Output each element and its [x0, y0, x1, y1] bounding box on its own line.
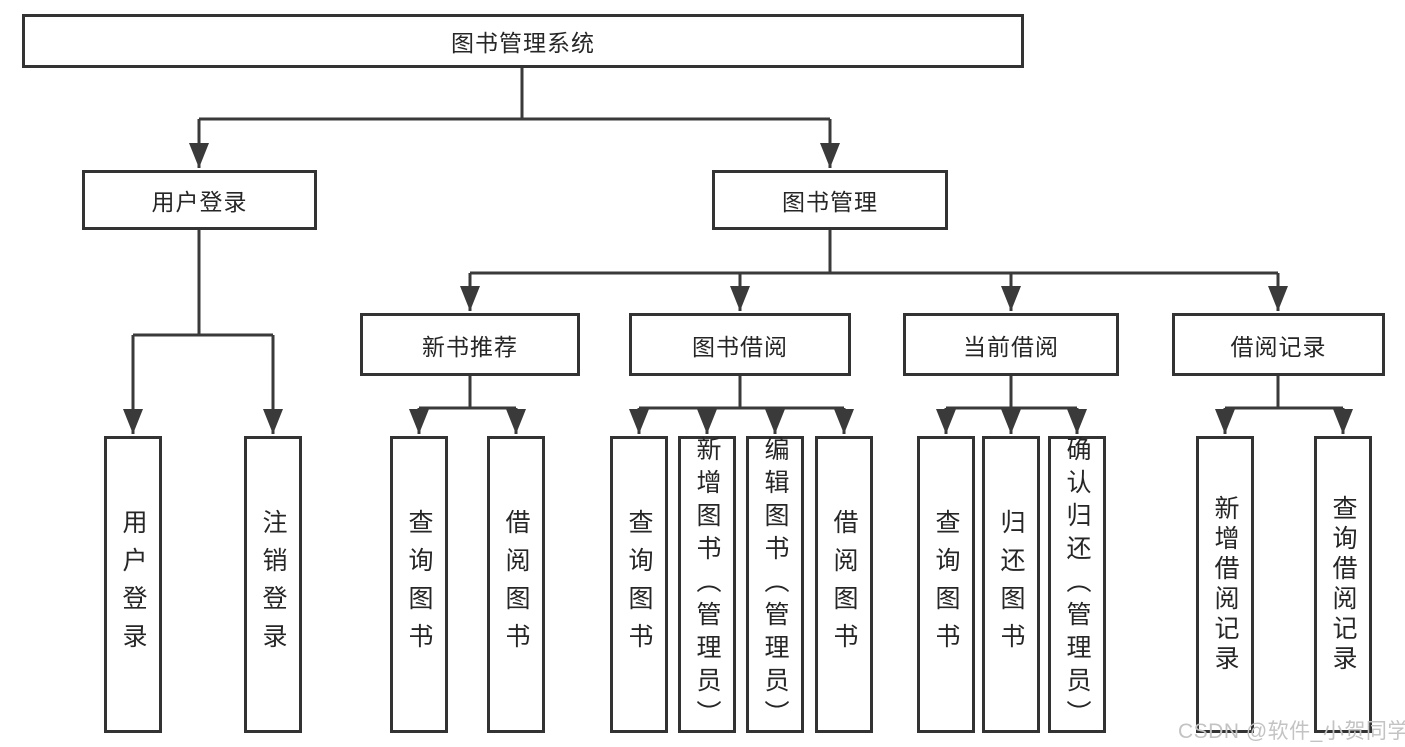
leaf-borrow-books-recommend: 借阅图书	[487, 436, 545, 733]
node-borrow-records: 借阅记录	[1172, 313, 1385, 376]
leaf-query-books-current: 查询图书	[917, 436, 975, 733]
node-book-borrow: 图书借阅	[629, 313, 851, 376]
csdn-watermark: CSDN @软件_小贺同学	[1178, 720, 1405, 743]
node-root-system: 图书管理系统	[22, 14, 1024, 68]
leaf-query-books-borrow: 查询图书	[610, 436, 668, 733]
leaf-query-books-recommend: 查询图书	[390, 436, 448, 733]
leaf-query-borrow-record: 查询借阅记录	[1314, 436, 1372, 733]
node-book-management: 图书管理	[712, 170, 948, 230]
leaf-borrow-books: 借阅图书	[815, 436, 873, 733]
leaf-add-borrow-record: 新增借阅记录	[1196, 436, 1254, 733]
leaf-confirm-return-admin: 确认归还（管理员）	[1048, 436, 1106, 733]
leaf-add-book-admin: 新增图书（管理员）	[678, 436, 736, 733]
node-new-book-recommend: 新书推荐	[360, 313, 580, 376]
node-current-borrow: 当前借阅	[903, 313, 1119, 376]
leaf-return-book: 归还图书	[982, 436, 1040, 733]
leaf-edit-book-admin: 编辑图书（管理员）	[746, 436, 804, 733]
leaf-logout: 注销登录	[244, 436, 302, 733]
node-user-login: 用户登录	[82, 170, 317, 230]
leaf-user-login: 用户登录	[104, 436, 162, 733]
